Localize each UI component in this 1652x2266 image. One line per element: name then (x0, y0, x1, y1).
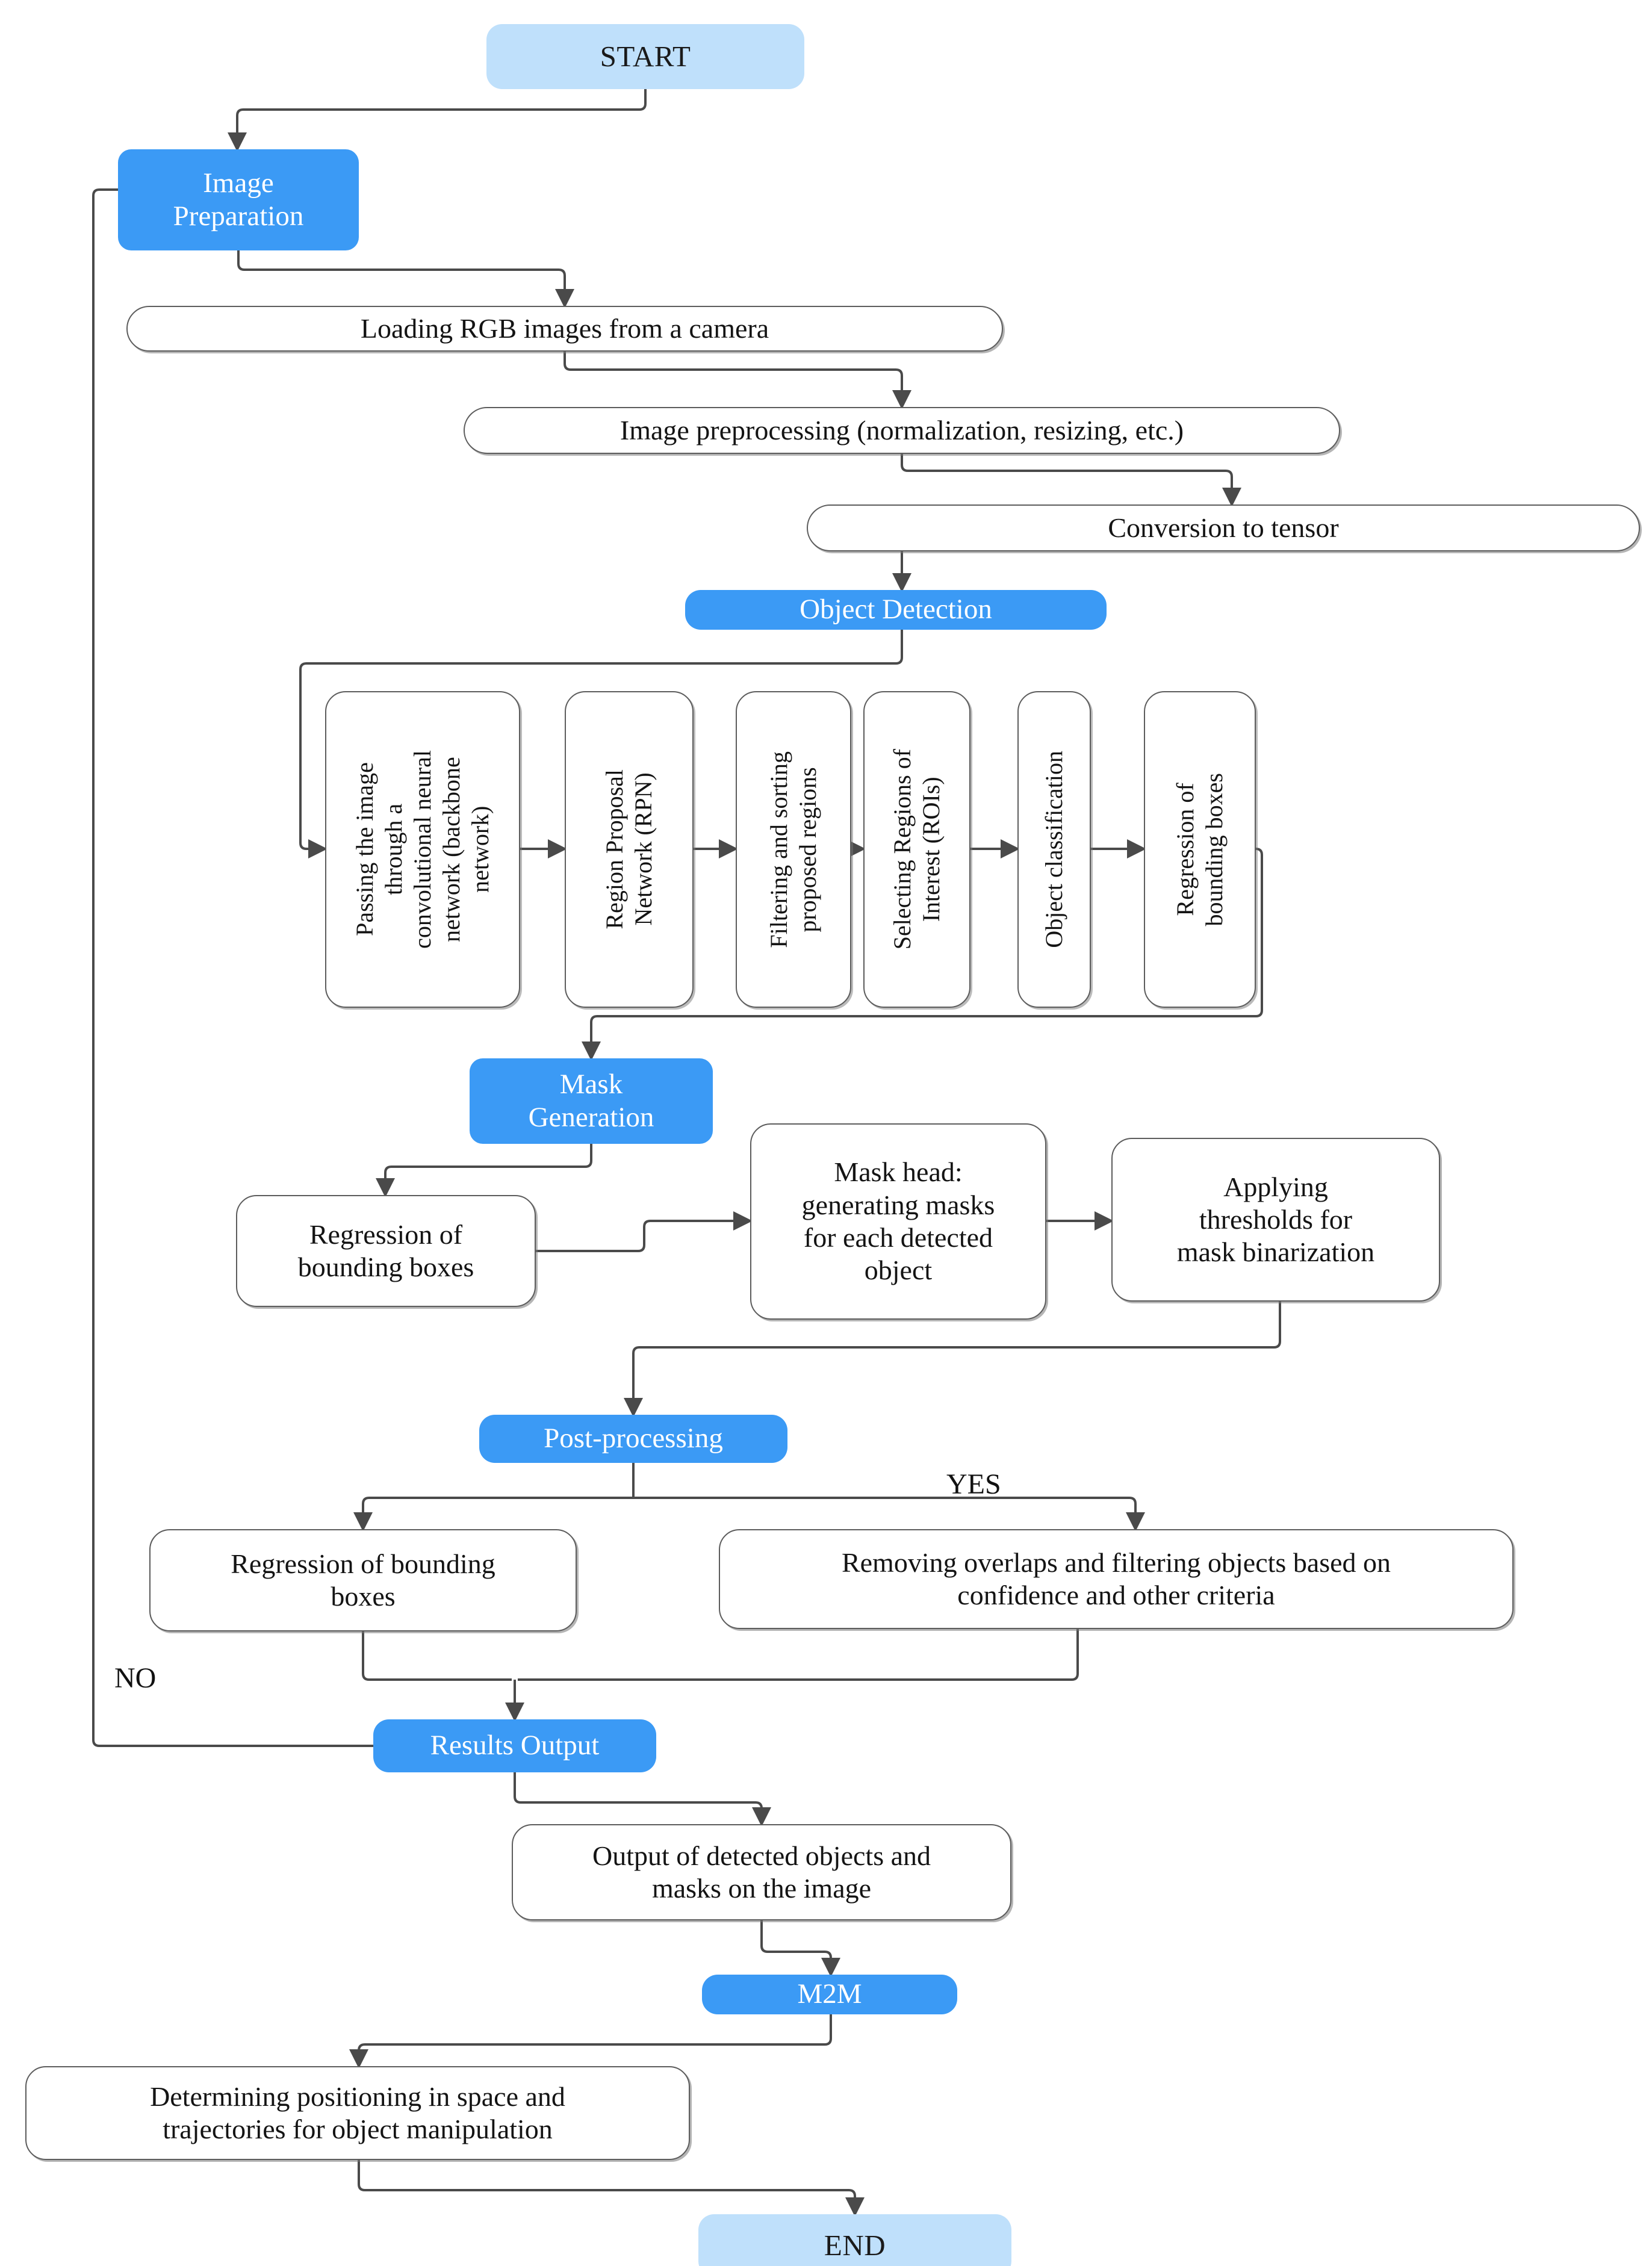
node-image-preparation-label: Image Preparation (173, 167, 304, 232)
edge-post-processing-to-regression-pp (353, 1497, 633, 1532)
node-filtering-sorting-label: Filtering and sorting proposed regions (765, 751, 821, 948)
edge-start-to-image-preparation (228, 89, 647, 152)
node-regression-bboxes-od[interactable]: Regression of bounding boxes (1144, 691, 1256, 1008)
node-mask-generation[interactable]: Mask Generation (470, 1058, 713, 1144)
edge-determining-to-end (358, 2160, 865, 2217)
node-conversion-tensor[interactable]: Conversion to tensor (807, 504, 1640, 551)
node-backbone-label: Passing the image through a convolutiona… (351, 750, 494, 949)
edge-regression-to-mask-head (536, 1211, 753, 1252)
node-selecting-rois[interactable]: Selecting Regions of Interest (ROIs) (863, 691, 970, 1008)
node-end-label: END (824, 2229, 886, 2262)
edge-preprocessing-to-tensor (901, 453, 1241, 507)
node-regression-bboxes-pp-label: Regression of bounding boxes (231, 1548, 495, 1612)
node-rpn[interactable]: Region Proposal Network (RPN) (565, 691, 694, 1008)
node-object-classification-label: Object classification (1040, 751, 1067, 948)
node-regression-bboxes-mg-label: Regression of bounding boxes (297, 1218, 474, 1282)
node-start[interactable]: START (486, 24, 804, 89)
node-image-preparation[interactable]: Image Preparation (118, 149, 359, 250)
edge-post-processing-to-removing-overlaps (633, 1497, 1145, 1532)
node-end[interactable]: END (698, 2214, 1011, 2266)
branch-label-yes: YES (946, 1468, 1001, 1500)
node-loading-rgb[interactable]: Loading RGB images from a camera (126, 306, 1003, 352)
edge-loading-to-preprocessing (564, 350, 911, 409)
edge-removing-overlaps-to-join (518, 1629, 1079, 1681)
node-post-processing-label: Post-processing (544, 1423, 723, 1454)
node-mask-head[interactable]: Mask head: generating masks for each det… (750, 1123, 1046, 1320)
node-post-processing[interactable]: Post-processing (479, 1415, 787, 1463)
node-conversion-tensor-label: Conversion to tensor (1108, 512, 1339, 543)
edge-mask-generation-to-regression (376, 1143, 592, 1197)
edge-image-preparation-to-loading (237, 250, 574, 308)
node-applying-thresholds-label: Applying thresholds for mask binarizatio… (1176, 1171, 1375, 1268)
node-m2m-label: M2M (797, 1978, 862, 2010)
node-mask-head-label: Mask head: generating masks for each det… (801, 1156, 995, 1286)
node-image-preprocessing[interactable]: Image preprocessing (normalization, resi… (464, 407, 1340, 454)
node-loading-rgb-label: Loading RGB images from a camera (360, 312, 769, 344)
node-start-label: START (600, 40, 691, 73)
node-selecting-rois-label: Selecting Regions of Interest (ROIs) (889, 749, 945, 950)
node-regression-bboxes-od-label: Regression of bounding boxes (1172, 772, 1228, 927)
node-determining-positioning[interactable]: Determining positioning in space and tra… (25, 2066, 690, 2160)
node-removing-overlaps[interactable]: Removing overlaps and filtering objects … (719, 1529, 1514, 1629)
node-output-detected[interactable]: Output of detected objects and masks on … (512, 1824, 1011, 1920)
node-filtering-sorting[interactable]: Filtering and sorting proposed regions (736, 691, 851, 1008)
edge-results-output-to-output-detected (514, 1772, 771, 1827)
node-object-classification[interactable]: Object classification (1017, 691, 1091, 1008)
node-object-detection[interactable]: Object Detection (685, 590, 1107, 630)
edge-regression-pp-to-join (362, 1631, 512, 1681)
node-backbone[interactable]: Passing the image through a convolutiona… (325, 691, 520, 1008)
node-mask-generation-label: Mask Generation (528, 1068, 654, 1133)
node-object-detection-label: Object Detection (800, 594, 992, 625)
edge-m2m-to-determining (349, 2014, 832, 2069)
node-applying-thresholds[interactable]: Applying thresholds for mask binarizatio… (1111, 1138, 1440, 1302)
node-regression-bboxes-mg[interactable]: Regression of bounding boxes (236, 1195, 536, 1307)
node-m2m[interactable]: M2M (702, 1975, 957, 2014)
node-removing-overlaps-label: Removing overlaps and filtering objects … (841, 1547, 1391, 1610)
node-output-detected-label: Output of detected objects and masks on … (592, 1840, 931, 1904)
node-image-preprocessing-label: Image preprocessing (normalization, resi… (620, 414, 1184, 445)
node-rpn-label: Region Proposal Network (RPN) (601, 769, 657, 930)
edge-output-detected-to-m2m (760, 1920, 840, 1977)
node-results-output[interactable]: Results Output (373, 1719, 656, 1772)
node-regression-bboxes-pp[interactable]: Regression of bounding boxes (149, 1529, 577, 1631)
node-results-output-label: Results Output (430, 1730, 600, 1762)
branch-label-no: NO (114, 1662, 157, 1694)
node-determining-positioning-label: Determining positioning in space and tra… (150, 2081, 565, 2144)
